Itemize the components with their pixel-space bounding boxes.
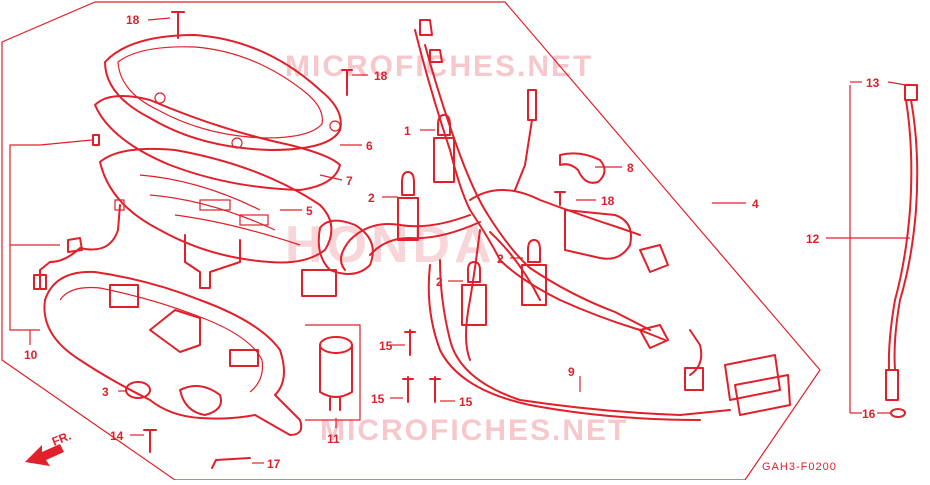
meter-lens-cover <box>104 34 342 151</box>
grommet-3 <box>125 381 151 399</box>
direction-label: FR. <box>50 429 73 449</box>
callout-18-top: 18 <box>126 13 140 27</box>
meter-wire-sockets <box>33 199 125 290</box>
bolt-15-a <box>404 329 416 356</box>
callout-14: 14 <box>110 429 124 443</box>
screw-18-top <box>171 11 185 39</box>
callout-18-mid: 18 <box>601 194 615 208</box>
callout-15-b: 15 <box>371 392 385 406</box>
meter-lower-case <box>43 270 303 436</box>
callout-13: 13 <box>866 76 880 90</box>
speedometer-cable <box>849 84 919 418</box>
bulb-2-upper <box>397 171 419 241</box>
bolt-15-b <box>402 376 414 403</box>
screw-18-mid <box>554 191 566 206</box>
callout-1: 1 <box>404 124 411 138</box>
callout-8: 8 <box>627 161 634 175</box>
callout-2-right: 2 <box>497 252 504 266</box>
meter-panel <box>99 147 333 289</box>
callout-6: 6 <box>366 139 373 153</box>
indicator-unit-11 <box>305 324 361 421</box>
callout-18-right: 18 <box>374 69 388 83</box>
front-direction-arrow: FR. <box>25 429 73 466</box>
callout-7: 7 <box>346 174 353 188</box>
callout-12: 12 <box>806 232 820 246</box>
callout-9: 9 <box>568 365 575 379</box>
watermark-bottom: MICROFICHES.NET <box>320 414 628 447</box>
screw-14 <box>143 429 157 453</box>
callout-11: 11 <box>327 432 340 446</box>
small-bolt-left <box>92 134 100 146</box>
callout-numbers: 18 18 6 7 5 1 2 2 2 8 18 4 9 10 11 3 14 … <box>24 13 880 471</box>
leader-lines <box>9 17 910 464</box>
screw-18-right <box>341 69 353 96</box>
callout-2-upper: 2 <box>368 191 375 205</box>
screw-17 <box>211 457 251 469</box>
callout-15-a: 15 <box>379 339 393 353</box>
callout-10: 10 <box>24 348 38 362</box>
callout-2-lower: 2 <box>436 275 443 289</box>
watermark-top: MICROFICHES.NET <box>285 50 593 83</box>
bulb-2-right <box>521 239 547 306</box>
callout-4: 4 <box>752 197 759 211</box>
bulb-2-lower <box>461 261 487 326</box>
group-outline <box>1 1 821 481</box>
clamp-8 <box>559 152 606 184</box>
callout-5: 5 <box>306 204 313 218</box>
meter-gasket <box>94 95 341 191</box>
callout-16: 16 <box>862 407 876 421</box>
bulb-1 <box>433 114 455 183</box>
callout-3: 3 <box>102 385 109 399</box>
callout-17: 17 <box>267 457 281 471</box>
callout-15-c: 15 <box>459 395 473 409</box>
bolt-15-c <box>429 376 441 403</box>
drawing-code: GAH3-F0200 <box>762 461 837 473</box>
